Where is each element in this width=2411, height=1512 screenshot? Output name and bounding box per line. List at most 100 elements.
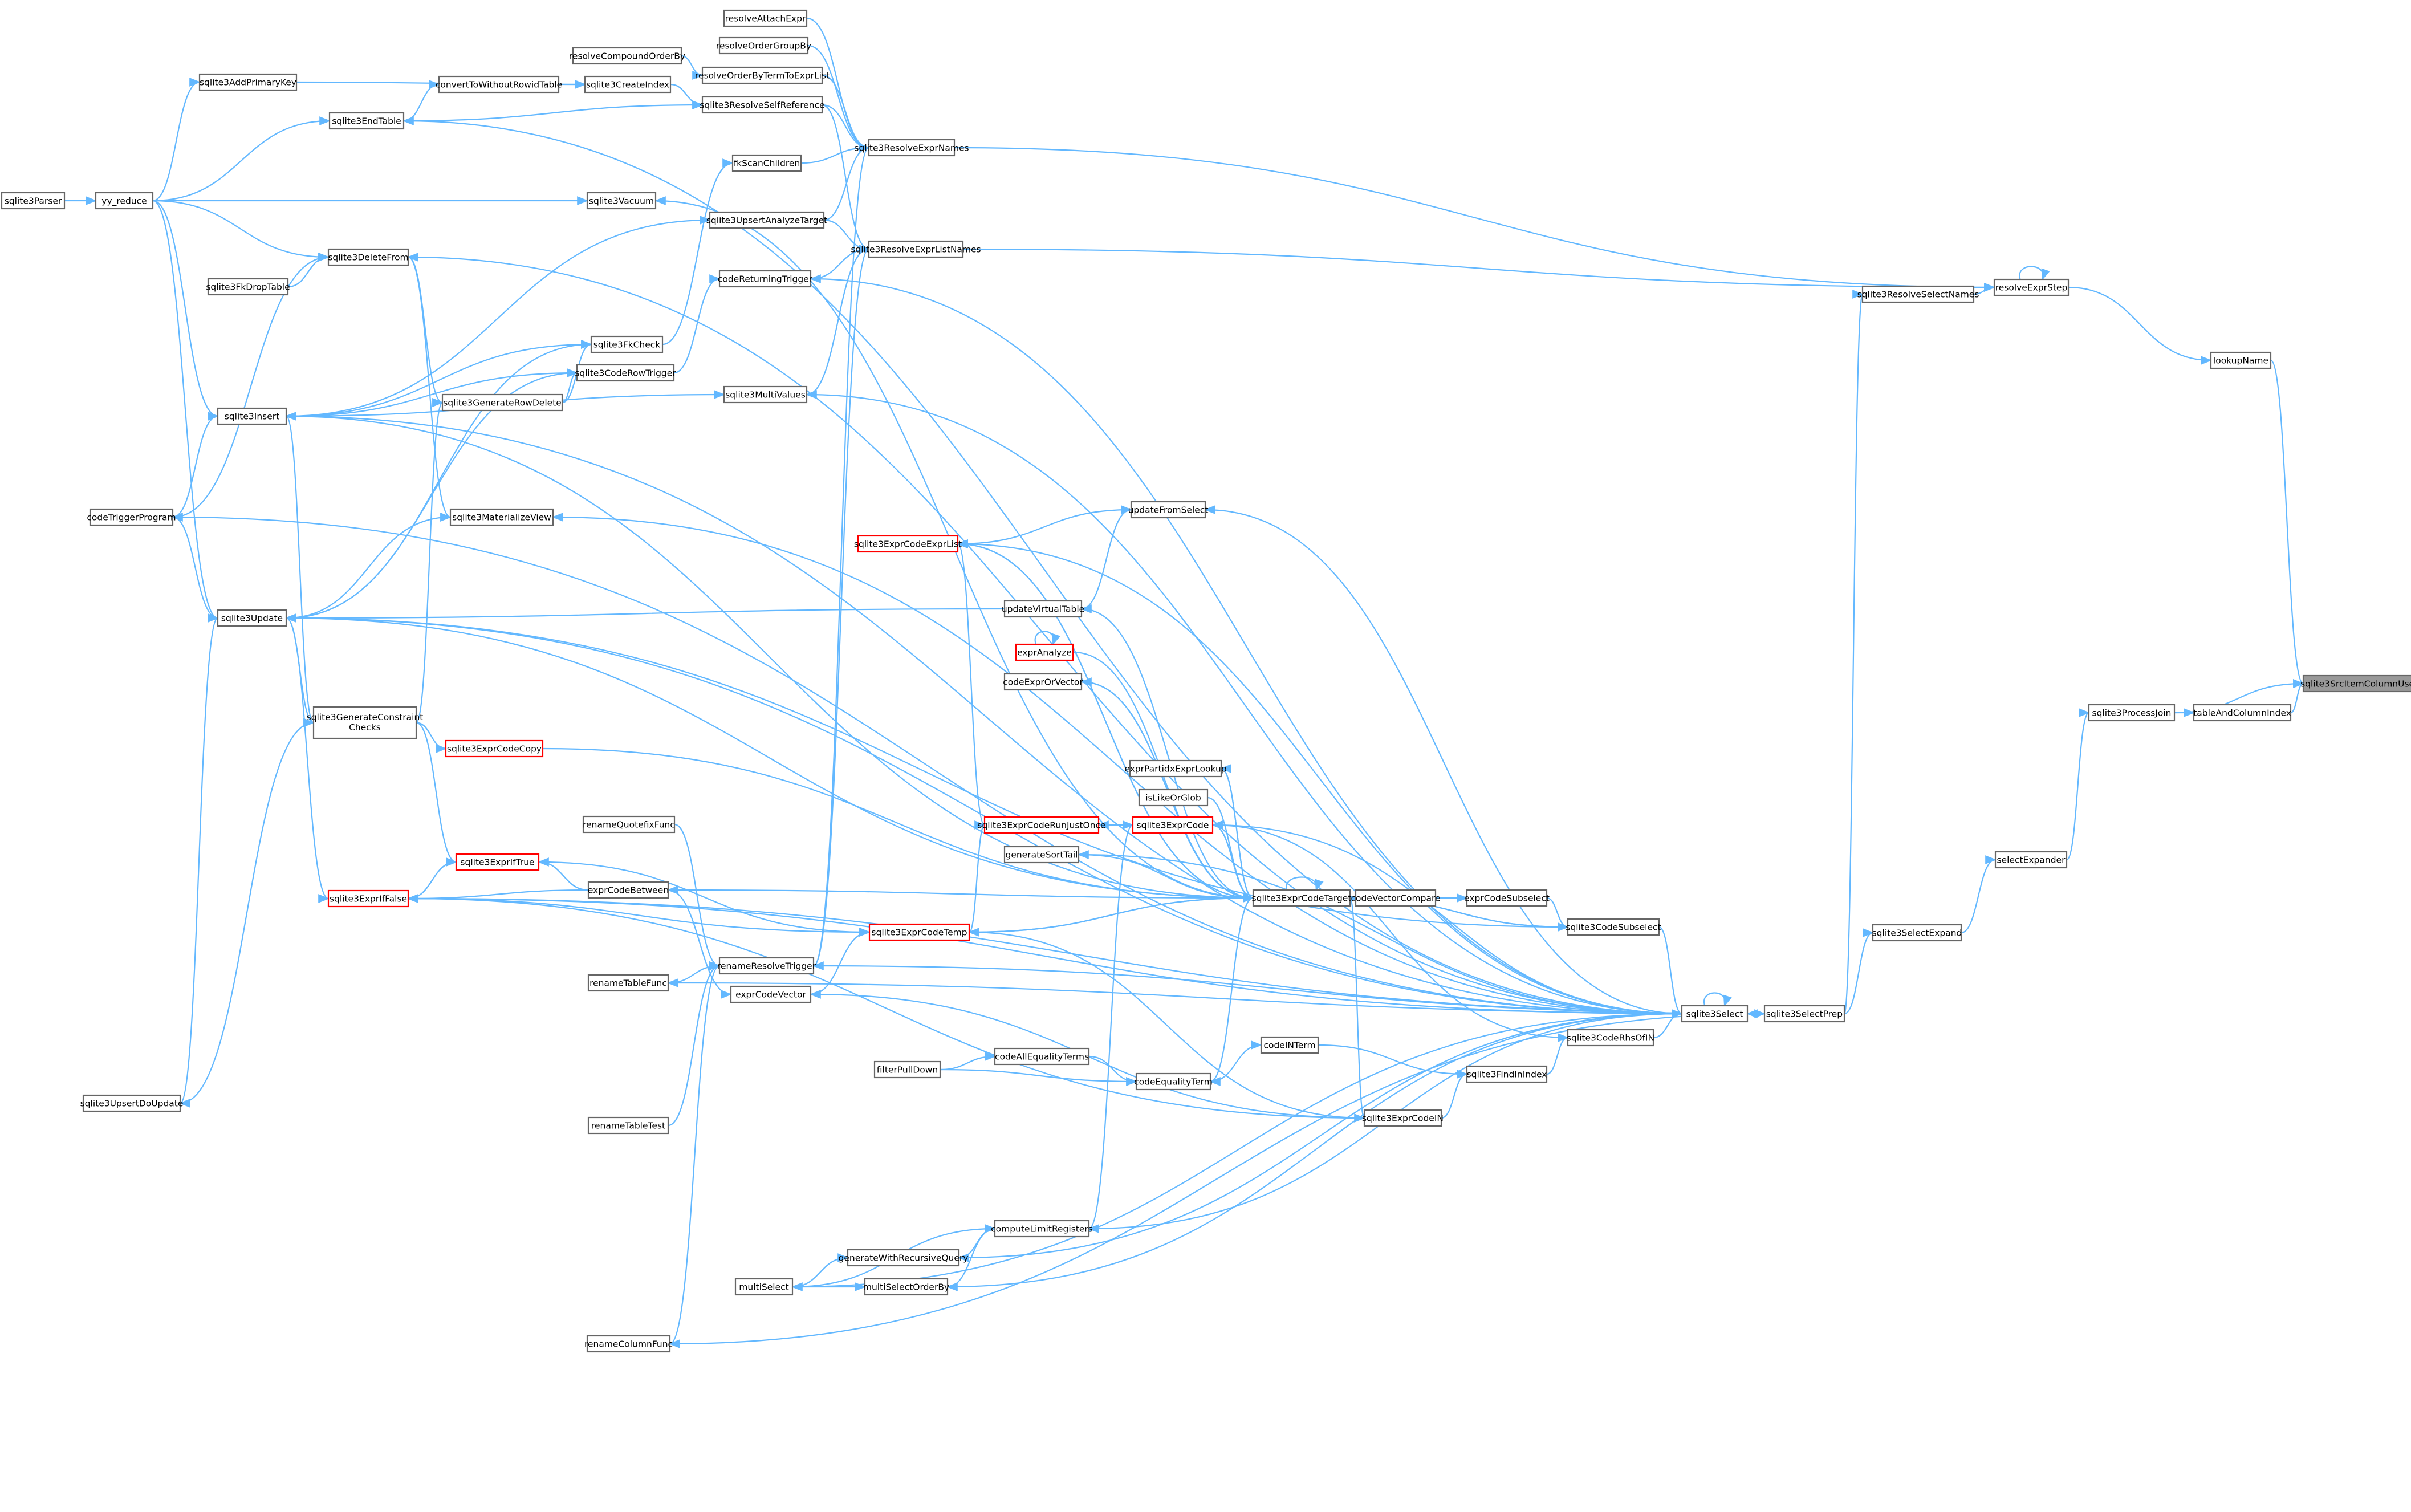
node-sqlite3ExprIfFalse[interactable]: sqlite3ExprIfFalse — [327, 889, 409, 908]
node-sqlite3AddPrimaryKey[interactable]: sqlite3AddPrimaryKey — [198, 73, 298, 91]
node-box — [723, 9, 808, 27]
node-sqlite3ExprIfTrue[interactable]: sqlite3ExprIfTrue — [455, 853, 540, 871]
call-edge — [667, 978, 1765, 1015]
node-generateSortTail[interactable]: generateSortTail — [1003, 846, 1080, 864]
node-sqlite3ExprCodeRunJustOnce[interactable]: sqlite3ExprCodeRunJustOnce — [977, 816, 1106, 834]
node-box — [718, 270, 812, 288]
node-box — [701, 66, 823, 84]
node-root[interactable]: sqlite3SrcItemColumnUsed — [2300, 674, 2411, 693]
node-label: renameColumnFunc — [584, 1339, 673, 1350]
node-computeLimitRegisters[interactable]: computeLimitRegisters — [991, 1220, 1093, 1238]
node-sqlite3ExprCode[interactable]: sqlite3ExprCode — [1132, 816, 1214, 834]
node-sqlite3ResolveSelectNames[interactable]: sqlite3ResolveSelectNames — [1857, 285, 1979, 303]
call-edge — [940, 1068, 1137, 1086]
call-edge — [946, 1013, 1682, 1291]
node-sqlite3MaterializeView[interactable]: sqlite3MaterializeView — [449, 508, 554, 526]
node-box — [1130, 501, 1206, 519]
node-sqlite3FkCheck[interactable]: sqlite3FkCheck — [590, 335, 664, 353]
node-sqlite3MultiValues[interactable]: sqlite3MultiValues — [723, 385, 808, 404]
node-renameTableFunc[interactable]: renameTableFunc — [587, 974, 669, 992]
node-tableAndColumnIndex[interactable]: tableAndColumnIndex — [2193, 704, 2292, 722]
node-sqlite3ExprCodeCopy[interactable]: sqlite3ExprCodeCopy — [445, 739, 544, 758]
node-sqlite3Insert[interactable]: sqlite3Insert — [217, 407, 287, 425]
node-sqlite3ProcessJoin[interactable]: sqlite3ProcessJoin — [2088, 704, 2176, 722]
node-multiSelect[interactable]: multiSelect — [734, 1278, 794, 1296]
node-filterPullDown[interactable]: filterPullDown — [873, 1060, 941, 1079]
node-sqlite3GenerateRowDelete[interactable]: sqlite3GenerateRowDelete — [441, 393, 563, 412]
call-edge — [674, 823, 721, 970]
node-codeAllEqualityTerms[interactable]: codeAllEqualityTerms — [994, 1047, 1090, 1066]
node-sqlite3DeleteFrom[interactable]: sqlite3DeleteFrom — [327, 248, 409, 266]
node-sqlite3EndTable[interactable]: sqlite3EndTable — [328, 112, 405, 130]
node-renameResolveTrigger[interactable]: renameResolveTrigger — [717, 957, 816, 975]
node-sqlite3ExprCodeIN[interactable]: sqlite3ExprCodeIN — [1362, 1109, 1444, 1127]
node-label: fkScanChildren — [734, 158, 800, 169]
node-resolveAttachExpr[interactable]: resolveAttachExpr — [723, 9, 808, 27]
node-exprAnalyze[interactable]: exprAnalyze — [1015, 643, 1074, 661]
node-renameQuotefixFunc[interactable]: renameQuotefixFunc — [582, 815, 676, 834]
node-sqlite3CreateIndex[interactable]: sqlite3CreateIndex — [584, 75, 672, 94]
node-sqlite3UpsertDoUpdate[interactable]: sqlite3UpsertDoUpdate — [80, 1094, 184, 1112]
node-sqlite3SelectPrep[interactable]: sqlite3SelectPrep — [1763, 1005, 1845, 1023]
node-box — [586, 192, 657, 210]
node-codeTriggerProgram[interactable]: codeTriggerProgram — [87, 508, 176, 526]
node-sqlite3Update[interactable]: sqlite3Update — [217, 609, 287, 627]
node-selectExpander[interactable]: selectExpander — [1994, 851, 2068, 869]
call-edge — [2019, 266, 2050, 281]
node-isLikeOrGlob[interactable]: isLikeOrGlob — [1138, 788, 1209, 807]
node-sqlite3Select[interactable]: sqlite3Select — [1681, 1005, 1749, 1023]
node-renameColumnFunc[interactable]: renameColumnFunc — [584, 1335, 673, 1353]
node-sqlite3Parser[interactable]: sqlite3Parser — [1, 192, 66, 210]
node-exprPartidxExprLookup[interactable]: exprPartidxExprLookup — [1124, 759, 1227, 778]
node-resolveCompoundOrderBy[interactable]: resolveCompoundOrderBy — [569, 47, 685, 65]
call-edge — [812, 961, 1765, 1015]
node-label: sqlite3CodeRowTrigger — [575, 368, 676, 379]
node-sqlite3FkDropTable[interactable]: sqlite3FkDropTable — [206, 278, 290, 296]
node-sqlite3SelectExpand[interactable]: sqlite3SelectExpand — [1872, 924, 1962, 942]
node-lookupName[interactable]: lookupName — [2210, 351, 2272, 369]
node-box — [1260, 1036, 1319, 1054]
node-fkScanChildren[interactable]: fkScanChildren — [731, 154, 802, 172]
node-codeINTerm[interactable]: codeINTerm — [1260, 1036, 1319, 1054]
node-exprCodeVector[interactable]: exprCodeVector — [730, 985, 812, 1003]
node-box — [1567, 918, 1660, 936]
node-sqlite3ResolveExprListNames[interactable]: sqlite3ResolveExprListNames — [851, 240, 981, 258]
node-sqlite3CodeSubselect[interactable]: sqlite3CodeSubselect — [1566, 918, 1661, 936]
node-codeEqualityTerm[interactable]: codeEqualityTerm — [1134, 1072, 1213, 1091]
node-label: exprCodeBetween — [588, 885, 669, 896]
node-yy_reduce[interactable]: yy_reduce — [95, 192, 154, 210]
node-resolveExprStep[interactable]: resolveExprStep — [1993, 278, 2070, 296]
node-box — [2302, 674, 2411, 693]
node-label: sqlite3CodeRhsOfIN — [1567, 1033, 1654, 1043]
node-sqlite3ExprCodeTemp[interactable]: sqlite3ExprCodeTemp — [868, 923, 970, 941]
call-edge — [402, 116, 1682, 1015]
node-codeVectorCompare[interactable]: codeVectorCompare — [1351, 889, 1441, 907]
node-sqlite3ExprCodeExprList[interactable]: sqlite3ExprCodeExprList — [854, 535, 962, 553]
node-updateVirtualTable[interactable]: updateVirtualTable — [1002, 600, 1084, 618]
node-sqlite3FindInIndex[interactable]: sqlite3FindInIndex — [1466, 1065, 1548, 1083]
node-label: sqlite3Select — [1686, 1009, 1743, 1019]
node-generateWithRecursiveQuery[interactable]: generateWithRecursiveQuery — [839, 1249, 969, 1267]
node-sqlite3ResolveSelfReference[interactable]: sqlite3ResolveSelfReference — [700, 96, 825, 114]
node-box — [95, 192, 154, 210]
node-updateFromSelect[interactable]: updateFromSelect — [1128, 501, 1209, 519]
node-codeExprOrVector[interactable]: codeExprOrVector — [1003, 673, 1083, 691]
node-sqlite3ResolveExprNames[interactable]: sqlite3ResolveExprNames — [854, 139, 969, 157]
node-exprCodeSubselect[interactable]: exprCodeSubselect — [1464, 889, 1550, 907]
node-multiSelectOrderBy[interactable]: multiSelectOrderBy — [863, 1278, 949, 1296]
node-resolveOrderGroupBy[interactable]: resolveOrderGroupBy — [716, 36, 811, 55]
node-exprCodeBetween[interactable]: exprCodeBetween — [587, 881, 669, 899]
node-sqlite3CodeRowTrigger[interactable]: sqlite3CodeRowTrigger — [575, 364, 676, 382]
node-sqlite3Vacuum[interactable]: sqlite3Vacuum — [586, 192, 657, 210]
node-box — [873, 1060, 941, 1079]
node-label: sqlite3ExprCodeTarget — [1252, 893, 1352, 904]
call-edge — [968, 897, 1254, 937]
node-resolveOrderByTermToExprList[interactable]: resolveOrderByTermToExprList — [695, 66, 830, 84]
node-sqlite3UpsertAnalyzeTarget[interactable]: sqlite3UpsertAnalyzeTarget — [706, 211, 827, 229]
node-codeReturningTrigger[interactable]: codeReturningTrigger — [718, 270, 813, 288]
node-convertToWithoutRowidTable[interactable]: convertToWithoutRowidTable — [436, 75, 562, 94]
node-sqlite3ExprCodeTarget[interactable]: sqlite3ExprCodeTarget — [1252, 889, 1352, 907]
node-sqlite3CodeRhsOfIN[interactable]: sqlite3CodeRhsOfIN — [1567, 1029, 1654, 1047]
node-renameTableTest[interactable]: renameTableTest — [587, 1116, 669, 1135]
